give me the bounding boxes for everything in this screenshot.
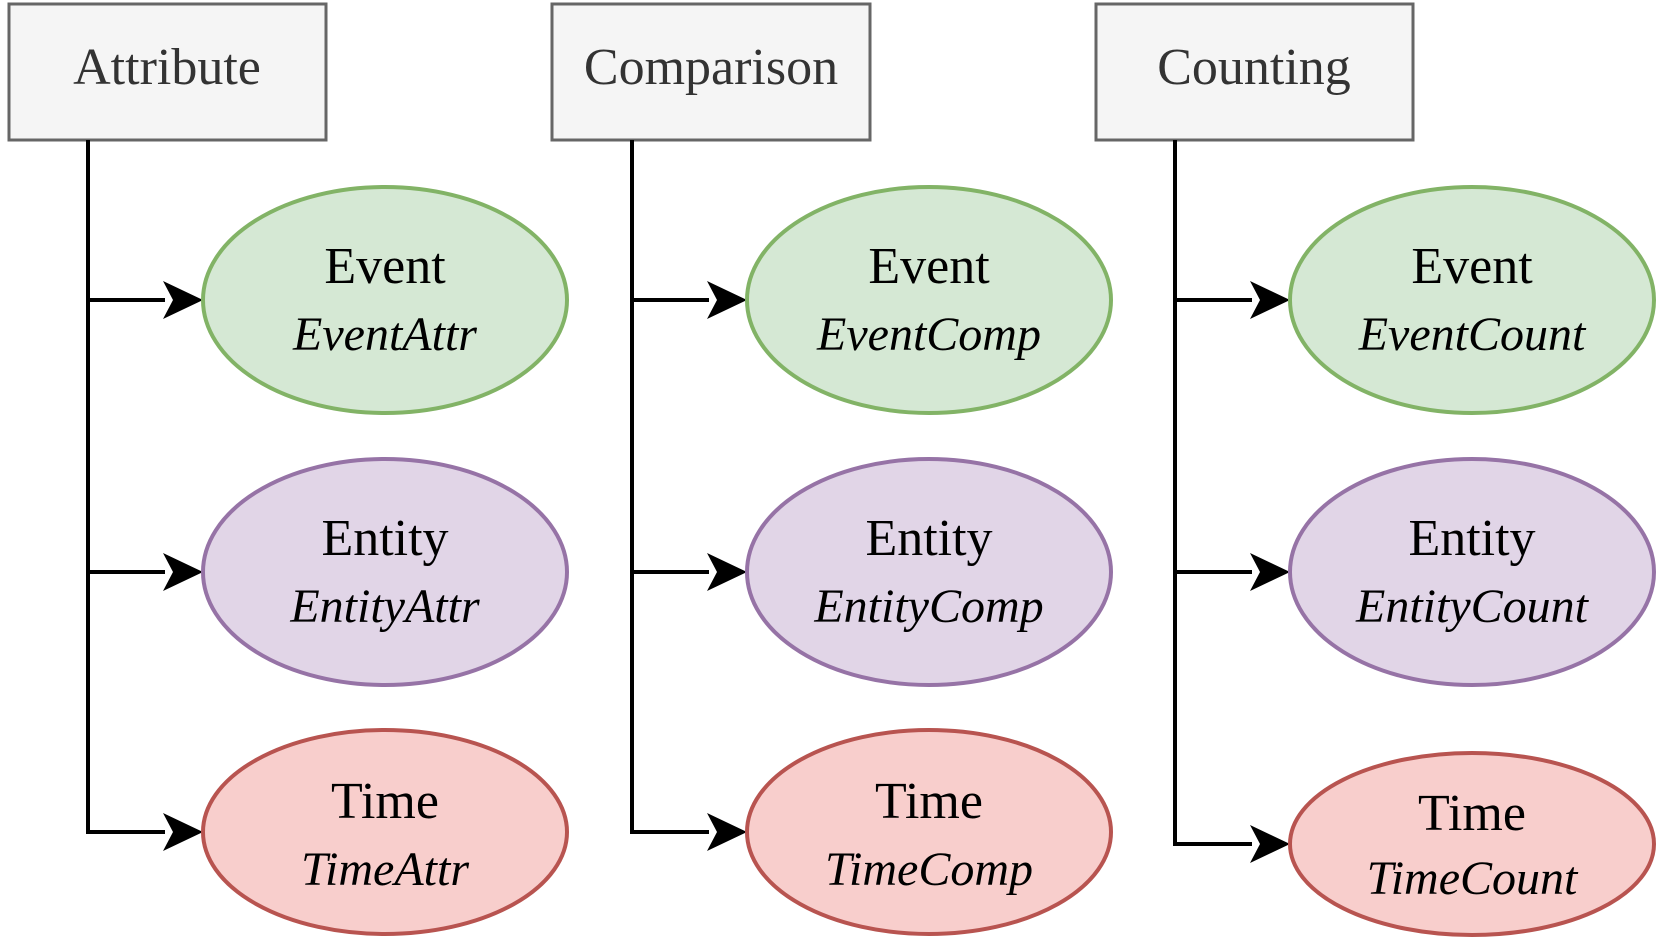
category-box-comparison	[550, 2, 872, 142]
node-title: Entity	[865, 510, 992, 567]
node-ellipse	[201, 185, 569, 415]
node-time-counting: Time TimeCount	[1288, 751, 1656, 937]
connector-trunk-comparison	[630, 140, 709, 834]
node-subtitle: TimeAttr	[301, 843, 469, 896]
category-label-attribute: Attribute	[73, 39, 261, 96]
arrowhead-attribute-event	[163, 281, 203, 319]
arrowhead-attribute-time	[163, 813, 203, 851]
node-entity-counting: Entity EntityCount	[1288, 457, 1656, 687]
node-time-attribute: Time TimeAttr	[201, 728, 569, 936]
category-label-comparison: Comparison	[584, 39, 838, 96]
node-subtitle: EventComp	[816, 308, 1041, 361]
node-title: Event	[868, 238, 990, 295]
category-label-counting: Counting	[1157, 39, 1351, 96]
node-ellipse	[201, 457, 569, 687]
node-ellipse	[745, 728, 1113, 936]
node-subtitle: EntityCount	[1355, 580, 1590, 633]
arrowhead-attribute-entity	[163, 553, 203, 591]
node-title: Entity	[1408, 510, 1535, 567]
node-event-comparison: Event EventComp	[745, 185, 1113, 415]
category-box-counting	[1094, 2, 1415, 142]
node-subtitle: EntityComp	[813, 580, 1043, 633]
arrowhead-counting-event	[1250, 281, 1290, 319]
node-ellipse	[745, 457, 1113, 687]
node-subtitle: TimeCount	[1367, 852, 1579, 905]
connector-trunk-attribute	[86, 140, 165, 834]
node-subtitle: TimeComp	[825, 843, 1033, 896]
column-comparison: Comparison Event EventComp Entity Entity…	[550, 2, 1113, 936]
node-ellipse	[1288, 185, 1656, 415]
node-title: Time	[1418, 785, 1526, 842]
node-ellipse	[1288, 751, 1656, 937]
node-title: Time	[331, 773, 439, 830]
arrowhead-comparison-entity	[707, 553, 747, 591]
connector-trunk-counting	[1173, 140, 1252, 846]
arrowhead-comparison-event	[707, 281, 747, 319]
category-box-attribute	[7, 2, 328, 142]
arrowhead-comparison-time	[707, 813, 747, 851]
node-event-counting: Event EventCount	[1288, 185, 1656, 415]
node-entity-attribute: Entity EntityAttr	[201, 457, 569, 687]
node-subtitle: EntityAttr	[289, 580, 480, 633]
node-ellipse	[1288, 457, 1656, 687]
column-attribute: Attribute Event EventAttr Entity EntityA…	[7, 2, 569, 936]
node-entity-comparison: Entity EntityComp	[745, 457, 1113, 687]
node-event-attribute: Event EventAttr	[201, 185, 569, 415]
node-subtitle: EventCount	[1358, 308, 1587, 361]
node-ellipse	[745, 185, 1113, 415]
node-title: Entity	[321, 510, 448, 567]
node-ellipse	[201, 728, 569, 936]
node-title: Time	[875, 773, 983, 830]
arrowhead-counting-time	[1250, 825, 1290, 863]
node-title: Event	[1411, 238, 1533, 295]
node-subtitle: EventAttr	[292, 308, 477, 361]
arrowhead-counting-entity	[1250, 553, 1290, 591]
node-time-comparison: Time TimeComp	[745, 728, 1113, 936]
node-title: Event	[324, 238, 446, 295]
column-counting: Counting Event EventCount Entity EntityC…	[1094, 2, 1656, 937]
